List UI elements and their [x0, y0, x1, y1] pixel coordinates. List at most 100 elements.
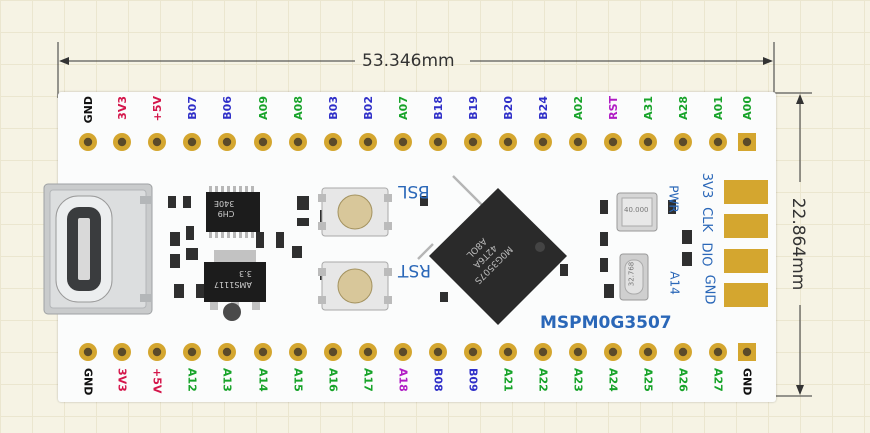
bottom-pin-label-19-text: GND [740, 368, 754, 396]
bottom-pin-hole-10-bore [433, 347, 443, 357]
top-pin-hole-19-bore [742, 137, 752, 147]
crystal-small-marking: 32.768 [627, 261, 636, 287]
bottom-pin-label-8: A17 [356, 368, 380, 408]
top-pin-hole-12-bore [503, 137, 513, 147]
bottom-pin-label-11: B09 [461, 368, 485, 408]
bottom-pin-label-10: B08 [426, 368, 450, 408]
bottom-pin-label-16-text: A25 [641, 368, 655, 392]
top-pin-hole-18-bore [713, 137, 723, 147]
bottom-pin-hole-8-bore [363, 347, 373, 357]
bsl-label: BSL [398, 181, 430, 201]
bottom-pin-hole-11-bore [468, 347, 478, 357]
top-pin-label-3: B07 [180, 96, 204, 152]
top-pin-hole-8-bore [363, 137, 373, 147]
bottom-pin-label-4-text: A13 [220, 368, 234, 392]
top-pin-hole-17-bore [678, 137, 688, 147]
top-pin-label-10-text: B18 [431, 96, 445, 120]
top-pin-label-16: A31 [636, 96, 660, 152]
top-pin-hole-16-bore [643, 137, 653, 147]
bottom-pin-label-6: A15 [286, 368, 310, 408]
top-pin-label-6-text: A08 [291, 96, 305, 120]
top-pin-label-5: A09 [251, 96, 275, 152]
top-pin-label-19-text: A00 [740, 96, 754, 120]
bottom-pin-hole-18-bore [713, 347, 723, 357]
bottom-pin-hole-19-bore [742, 347, 752, 357]
swd-label-dio: DIO [698, 242, 714, 267]
board-name-label: MSPM0G3507 [540, 313, 672, 333]
bottom-pin-label-17: A26 [671, 368, 695, 408]
swd-label-3v3: 3V3 [699, 172, 715, 199]
bottom-pin-label-3: A12 [180, 368, 204, 408]
top-pin-label-12-text: B20 [501, 96, 515, 120]
top-pin-label-4-text: B06 [220, 96, 234, 120]
bottom-pin-label-11-text: B09 [466, 368, 480, 392]
bottom-pin-label-15-text: A24 [606, 368, 620, 392]
top-pin-hole-4-bore [222, 137, 232, 147]
top-pin-label-6: A08 [286, 96, 310, 152]
bottom-pin-label-13-text: A22 [536, 368, 550, 392]
top-pin-hole-0-bore [83, 137, 93, 147]
bottom-pin-label-7-text: A16 [326, 368, 340, 392]
bottom-header-holes [79, 343, 756, 361]
bottom-pin-label-13: A22 [531, 368, 555, 408]
top-pin-label-8-text: B02 [361, 96, 375, 120]
crystal-32k [619, 253, 649, 301]
bottom-pin-label-1-text: 3V3 [115, 368, 129, 392]
bottom-pin-label-3-text: A12 [185, 368, 199, 392]
top-pin-label-7-text: B03 [326, 96, 340, 120]
top-pin-label-2-text: +5V [150, 96, 164, 122]
crystal-40mhz [616, 192, 658, 232]
top-pin-hole-15-bore [608, 137, 618, 147]
bottom-pin-hole-15-bore [608, 347, 618, 357]
bsl-switch [318, 187, 392, 237]
top-pin-hole-9-bore [398, 137, 408, 147]
swd-label-gnd: GND [701, 274, 717, 305]
top-pin-label-9: A07 [391, 96, 415, 152]
top-pin-hole-14-bore [573, 137, 583, 147]
top-pin-label-11-text: B19 [466, 96, 480, 120]
bottom-pin-hole-13-bore [538, 347, 548, 357]
bottom-pin-label-9-text: A18 [396, 368, 410, 392]
bottom-pin-hole-17-bore [678, 347, 688, 357]
bottom-pin-hole-14-bore [573, 347, 583, 357]
bottom-pin-hole-16-bore [643, 347, 653, 357]
swd-label-clk: CLK [698, 207, 714, 232]
top-pin-label-9-text: A07 [396, 96, 410, 120]
bottom-pin-hole-7-bore [328, 347, 338, 357]
bottom-pin-label-12-text: A21 [501, 368, 515, 392]
top-pin-label-1-text: 3V3 [115, 96, 129, 120]
a14-led-label: A14 [667, 271, 682, 295]
swd-pads [724, 180, 768, 307]
bottom-pin-label-14-text: A23 [571, 368, 585, 392]
top-pin-label-10: B18 [426, 96, 450, 152]
top-pin-label-5-text: A09 [256, 96, 270, 120]
top-pin-hole-3-bore [187, 137, 197, 147]
bottom-pin-label-10-text: B08 [431, 368, 445, 392]
top-pin-hole-1-bore [117, 137, 127, 147]
top-pin-label-14-text: A02 [571, 96, 585, 120]
top-pin-label-2: +5V [145, 96, 169, 152]
usb-uart-ic [206, 186, 260, 238]
bottom-pin-label-6-text: A15 [291, 368, 305, 392]
bottom-pin-label-5-text: A14 [256, 368, 270, 392]
width-dimension-label: 53.346mm [362, 51, 455, 71]
top-pin-hole-13-bore [538, 137, 548, 147]
bottom-pin-label-1: 3V3 [110, 368, 134, 408]
rst-switch [318, 261, 392, 311]
top-pin-hole-6-bore [293, 137, 303, 147]
bottom-pin-hole-12-bore [503, 347, 513, 357]
bottom-pin-label-15: A24 [601, 368, 625, 408]
top-pin-hole-11-bore [468, 137, 478, 147]
top-pin-label-0: GND [76, 96, 100, 152]
top-pin-label-1: 3V3 [110, 96, 134, 152]
top-pin-label-3-text: B07 [185, 96, 199, 120]
rst-label: RST [398, 260, 431, 280]
bottom-pin-label-16: A25 [636, 368, 660, 408]
top-pin-label-8: B02 [356, 96, 380, 152]
top-pin-label-4: B06 [215, 96, 239, 152]
bottom-pin-label-14: A23 [566, 368, 590, 408]
